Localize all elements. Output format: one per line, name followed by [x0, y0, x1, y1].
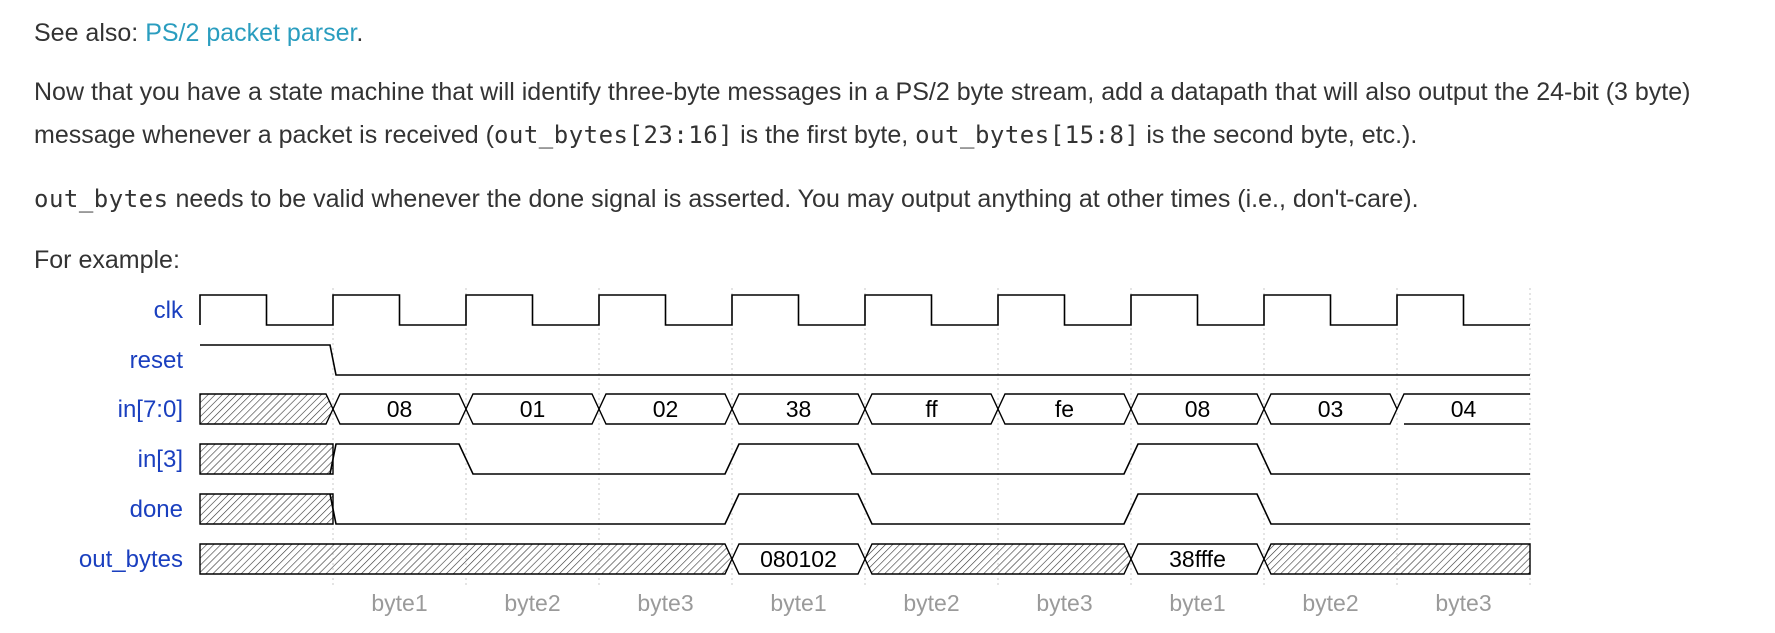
- out-bytes-dont-care: [199, 543, 733, 575]
- intro-text-3: is the second byte, etc.).: [1139, 121, 1418, 149]
- signal-label: out_bytes: [79, 546, 183, 573]
- cycle-label: byte1: [371, 590, 427, 616]
- bus-value: 01: [520, 396, 546, 422]
- clk-trace: [199, 294, 1530, 326]
- see-also-suffix: .: [356, 19, 364, 47]
- ps2-packet-parser-link[interactable]: PS/2 packet parser: [145, 19, 357, 47]
- bus-value: ff: [925, 396, 938, 422]
- code-out-bytes: out_bytes: [34, 185, 169, 213]
- cycle-label: byte2: [1302, 590, 1358, 616]
- in3-trace: [329, 443, 1530, 475]
- reset-trace: [200, 344, 1530, 376]
- code-out-bytes-15-8: out_bytes[15:8]: [915, 121, 1140, 149]
- cycle-label: byte3: [1036, 590, 1092, 616]
- bus-value: 08: [387, 396, 413, 422]
- bus-value: 03: [1318, 396, 1344, 422]
- out-bytes-dont-care: [864, 543, 1132, 575]
- signal-label: in[3]: [138, 446, 183, 473]
- cycle-label: byte1: [770, 590, 826, 616]
- code-out-bytes-23-16: out_bytes[23:16]: [493, 121, 734, 149]
- bus-value: 38: [786, 396, 812, 422]
- cycle-label: byte2: [903, 590, 959, 616]
- signal-label: done: [130, 496, 183, 523]
- signal-label: in[7:0]: [118, 396, 183, 423]
- in3-dont-care: [199, 443, 334, 475]
- validity-text: needs to be valid whenever the done sign…: [168, 185, 1419, 213]
- example-label: For example:: [34, 246, 180, 274]
- bus-value: 04: [1451, 396, 1477, 422]
- see-also-line: See also: PS/2 packet parser.: [34, 12, 363, 55]
- bus-value: 02: [653, 396, 679, 422]
- validity-paragraph: out_bytes needs to be valid whenever the…: [34, 178, 1419, 221]
- bus-value: 08: [1185, 396, 1211, 422]
- signal-labels: clk reset in[7:0] in[3] done out_bytes: [79, 297, 184, 573]
- in-bus-dont-care: [199, 393, 334, 425]
- out-bytes-dont-care: [1263, 543, 1531, 575]
- in-bus-segment: [1396, 393, 1530, 425]
- cycle-labels: byte1 byte2 byte3 byte1 byte2 byte3 byte1 byte2…: [371, 590, 1491, 616]
- cycle-gridlines: [332, 288, 1531, 585]
- bus-value: fe: [1055, 396, 1074, 422]
- intro-text-1: Now that you have a state machine that w…: [34, 78, 1691, 149]
- signal-label: clk: [154, 297, 184, 324]
- done-trace: [329, 493, 1530, 525]
- intro-paragraph: Now that you have a state machine that w…: [34, 71, 1734, 157]
- cycle-label: byte1: [1169, 590, 1225, 616]
- cycle-label: byte2: [504, 590, 560, 616]
- see-also-prefix: See also:: [34, 19, 146, 47]
- bus-value: 080102: [760, 546, 837, 572]
- signal-label: reset: [130, 347, 184, 374]
- intro-text-2: is the first byte,: [733, 121, 916, 149]
- done-dont-care: [199, 493, 334, 525]
- bus-value: 38fffe: [1169, 546, 1226, 572]
- cycle-label: byte3: [1435, 590, 1491, 616]
- cycle-label: byte3: [637, 590, 693, 616]
